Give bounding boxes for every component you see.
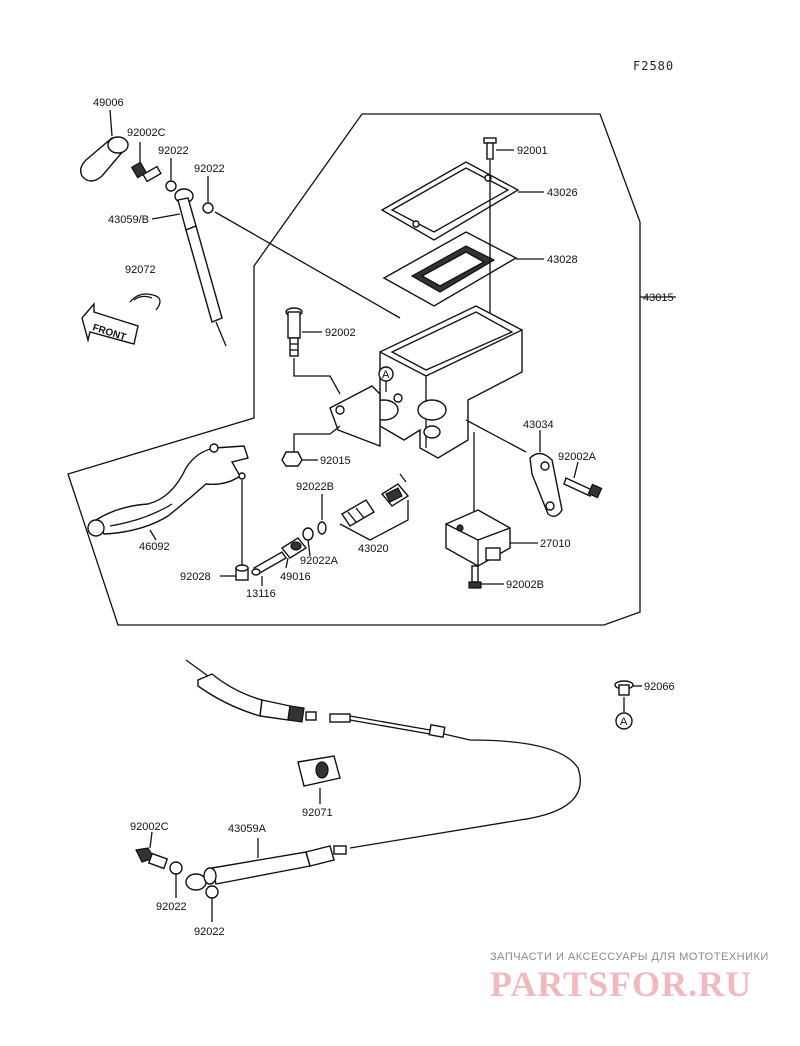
front-arrow: FRONT: [81, 302, 139, 345]
watermark-tagline: ЗАПЧАСТИ И АКСЕССУАРЫ ДЛЯ МОТОТЕХНИКИ: [490, 951, 769, 963]
bolt-92002c-bottom: [135, 847, 169, 870]
grommet-92071: [297, 755, 341, 787]
label-92002b: 92002B: [506, 579, 544, 591]
bolt-92002c-top: [130, 161, 162, 183]
label-92022-d: 92022: [194, 926, 225, 938]
label-43028: 43028: [547, 254, 578, 266]
label-92015: 92015: [320, 455, 351, 467]
clamp-43034: [529, 452, 563, 517]
label-92022b: 92022B: [296, 481, 334, 493]
label-92002c-top: 92002C: [127, 127, 166, 139]
label-92022-b: 92022: [194, 163, 225, 175]
boot-49016: [280, 537, 308, 559]
label-92002a: 92002A: [558, 451, 597, 463]
bolt-92002: [285, 307, 303, 357]
piston-set-43020: [341, 483, 410, 527]
washer-92022-d: [205, 885, 219, 899]
label-92071: 92071: [302, 807, 333, 819]
label-43026: 43026: [547, 187, 578, 199]
washer-92022-a: [165, 180, 177, 192]
collar-92028: [235, 564, 249, 581]
hose-43059a: [185, 845, 347, 891]
washer-92022-b: [202, 202, 214, 214]
bolt-92002a: [563, 477, 603, 499]
label-49016: 49016: [280, 571, 311, 583]
label-92002: 92002: [325, 327, 356, 339]
figure-code: F2580: [633, 59, 674, 73]
label-49006: 49006: [93, 97, 124, 109]
seal-92022a: [302, 527, 314, 541]
pushrod-13116: [251, 551, 287, 576]
lever-46092: [87, 443, 249, 537]
cap-43026: [380, 161, 520, 241]
label-27010: 27010: [540, 538, 571, 550]
label-43059a: 43059A: [228, 823, 267, 835]
label-13116: 13116: [246, 588, 276, 600]
label-92028: 92028: [180, 571, 211, 583]
label-92022-c: 92022: [156, 901, 187, 913]
svg-text:A: A: [382, 369, 390, 381]
nut-92015: [281, 451, 303, 467]
cap-49006: [79, 136, 129, 182]
label-92002c-bottom: 92002C: [130, 821, 169, 833]
svg-text:A: A: [620, 716, 628, 728]
switch-27010: [445, 509, 511, 567]
label-43059b: 43059/B: [108, 214, 149, 226]
cap-92066: [614, 680, 634, 696]
label-92072: 92072: [125, 264, 156, 276]
hose-43059b: [174, 188, 227, 347]
clip-92072: [129, 293, 161, 311]
master-cylinder-body: [329, 305, 523, 459]
washer-92022-c: [169, 861, 183, 875]
label-46092: 46092: [139, 541, 170, 553]
watermark-logo: PARTSFOR.RU: [490, 964, 752, 1004]
label-92022a: 92022A: [300, 555, 339, 567]
washer-92022b: [317, 521, 327, 535]
callout-a-bottom: A: [615, 712, 633, 730]
hose-upper: [197, 673, 317, 723]
label-43020: 43020: [358, 543, 389, 555]
diaphragm-43028: [382, 231, 518, 307]
label-43034: 43034: [523, 419, 554, 431]
label-43015: 43015: [643, 292, 674, 304]
label-92022-a: 92022: [158, 145, 189, 157]
label-92001: 92001: [517, 145, 548, 157]
screw-92001: [483, 137, 497, 160]
assembly-boundary: [67, 113, 641, 626]
screw-92002b: [468, 565, 482, 589]
label-92066: 92066: [644, 681, 675, 693]
callout-a-top: A: [378, 366, 394, 382]
pipe-line: [329, 713, 581, 849]
